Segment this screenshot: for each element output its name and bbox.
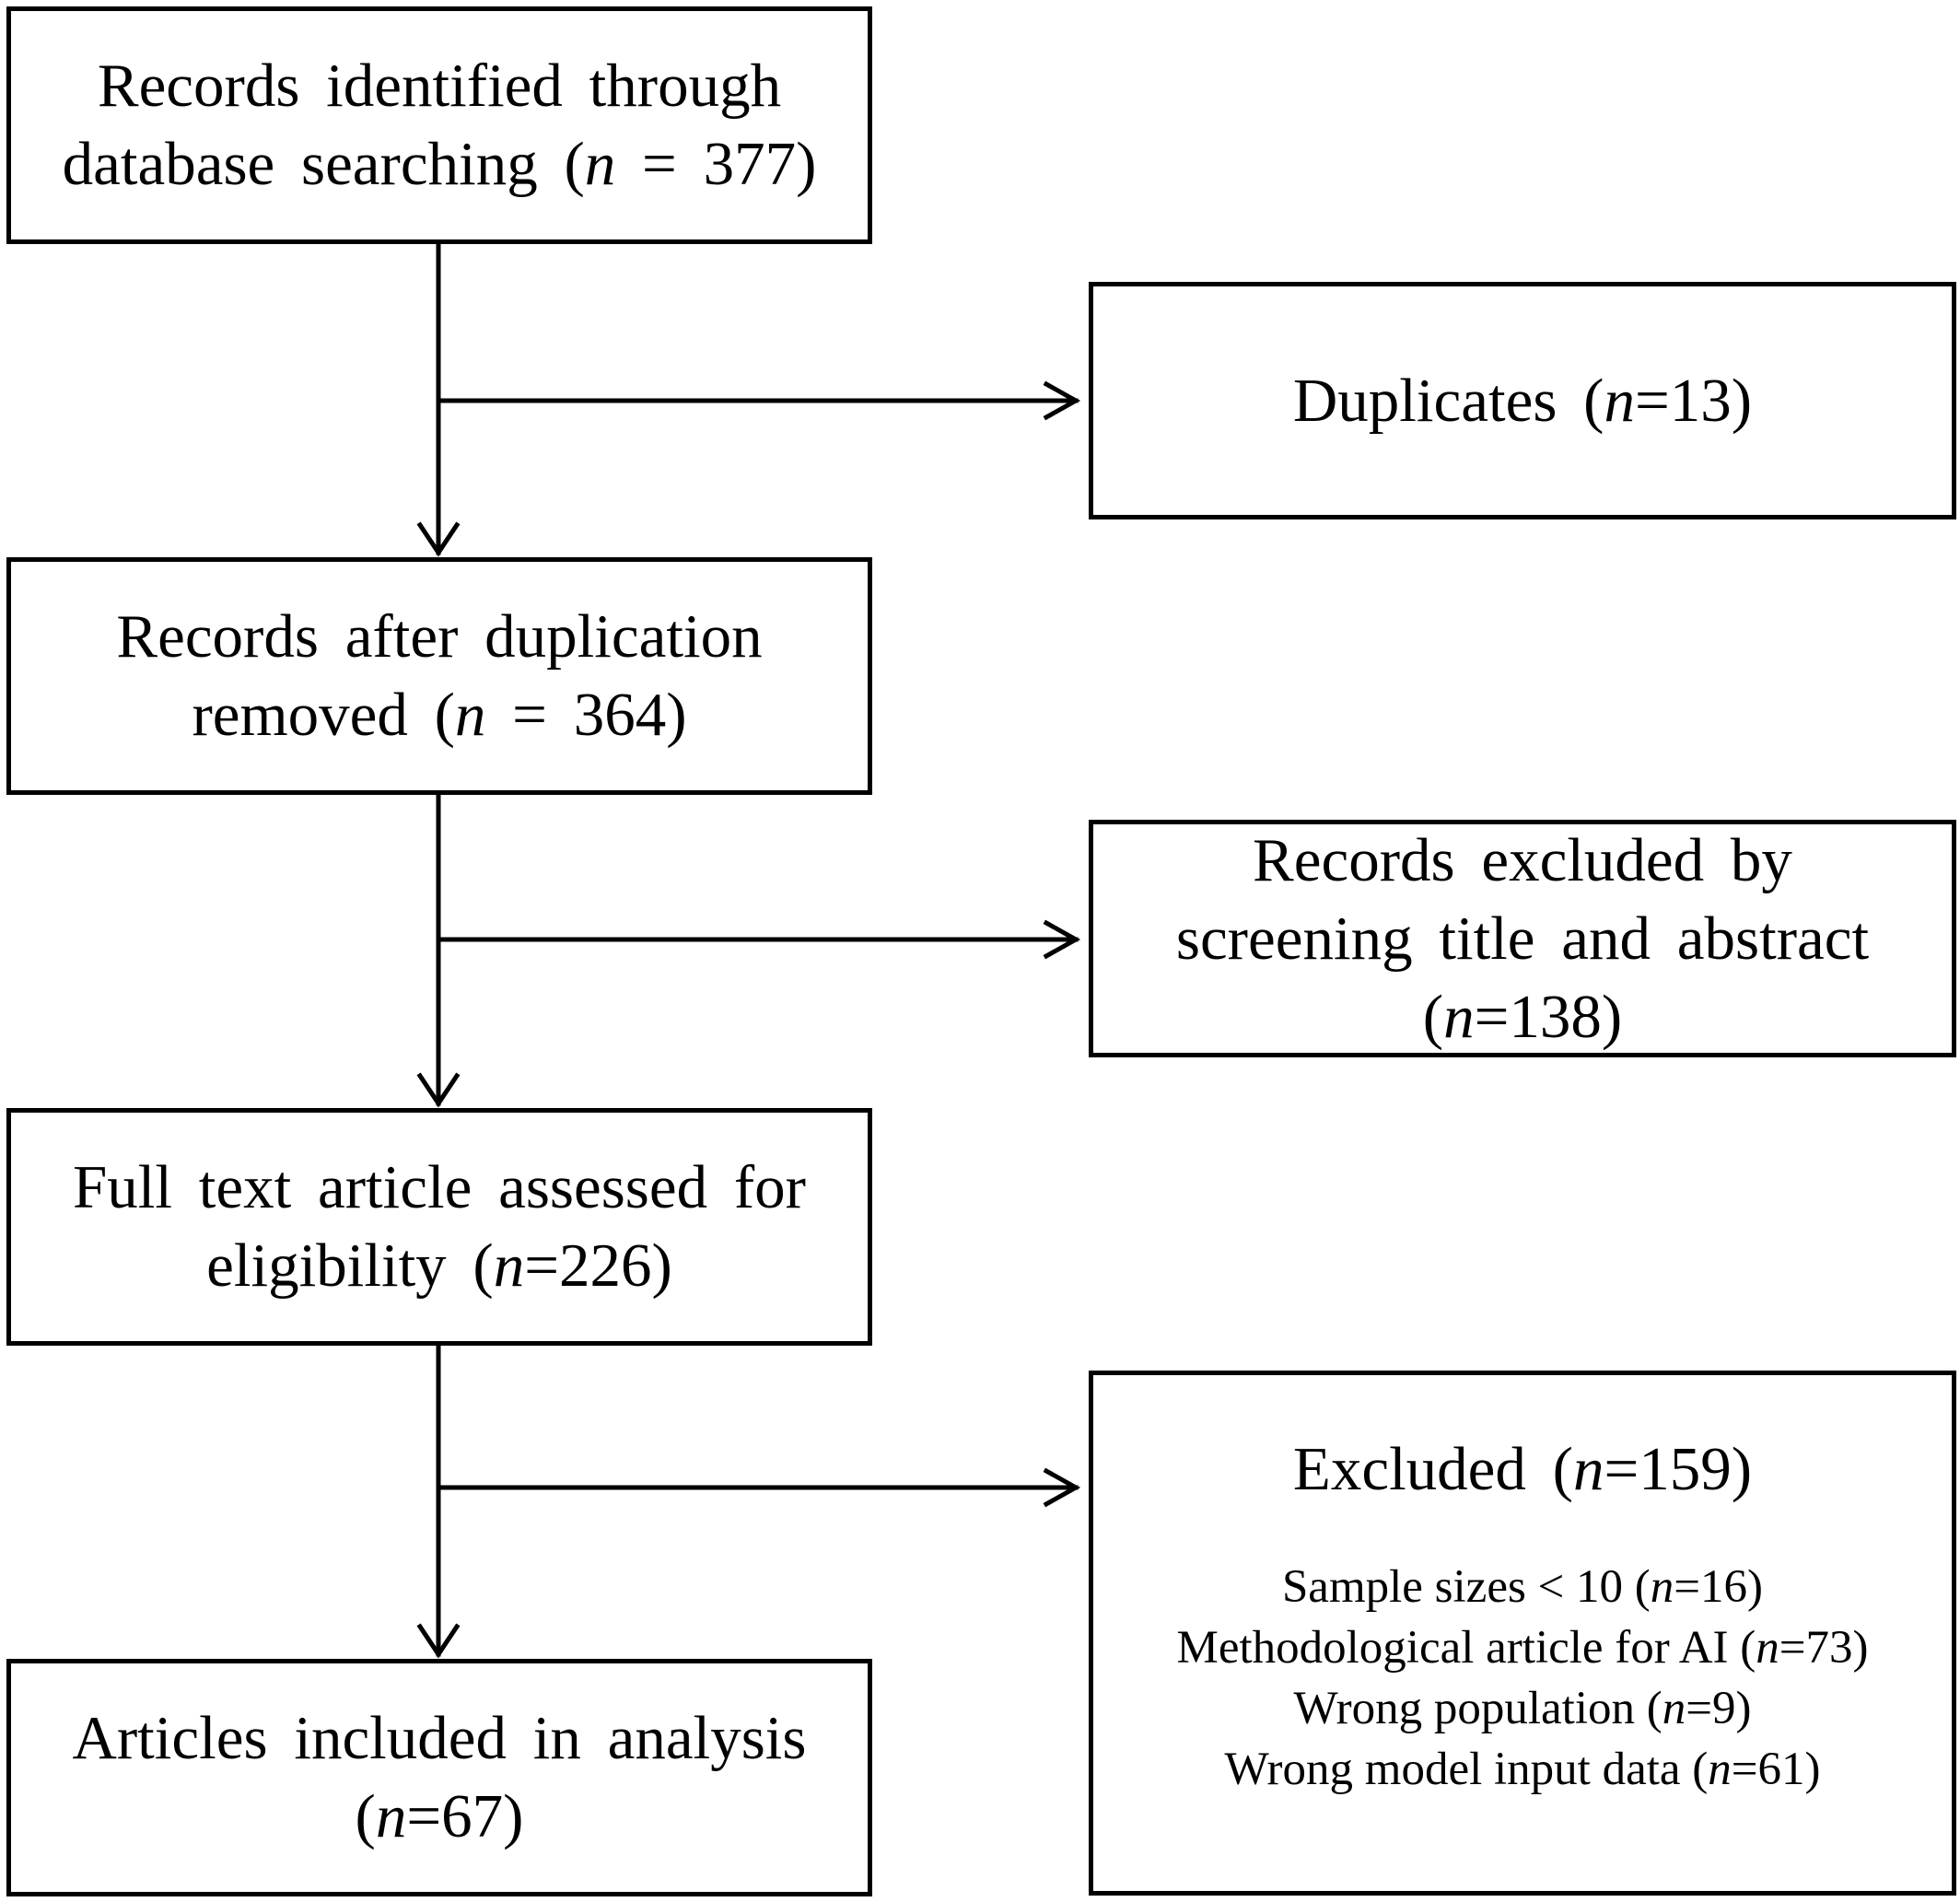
exclusion-reason-sample-size: Sample sizes < 10 (n=16): [1281, 1561, 1764, 1613]
records-identified-line2: database searching (n = 377): [62, 130, 817, 198]
full-text-assessed-line1: Full text article assessed for: [73, 1153, 806, 1221]
records-excluded-screening-box: Records excluded by screening title and …: [1089, 820, 1956, 1057]
records-excluded-line2: screening title and abstract: [1175, 904, 1870, 973]
records-identified-line1: Records identified through: [97, 52, 782, 120]
records-after-duplication-box: Records after duplication removed (n = 3…: [6, 557, 872, 795]
records-after-duplication-line1: Records after duplication: [116, 602, 763, 671]
excluded-title: Excluded (n=159): [1292, 1435, 1753, 1503]
records-excluded-line3: (n=138): [1422, 982, 1623, 1051]
full-text-assessed-box: Full text article assessed for eligibili…: [6, 1108, 872, 1346]
arrowhead-down-2: [416, 1072, 461, 1108]
records-after-duplication-line2: removed (n = 364): [192, 681, 687, 749]
duplicates-box: Duplicates (n=13): [1089, 282, 1956, 519]
full-text-assessed-line2: eligibility (n=226): [206, 1231, 672, 1300]
arrowhead-down-3: [416, 1623, 461, 1659]
articles-included-box: Articles included in analysis (n=67): [6, 1659, 872, 1896]
arrowhead-right-3: [1043, 1467, 1081, 1508]
records-excluded-line1: Records excluded by: [1253, 825, 1792, 894]
articles-included-line2: (n=67): [355, 1782, 524, 1850]
duplicates-text: Duplicates (n=13): [1292, 366, 1753, 435]
records-identified-box: Records identified through database sear…: [6, 6, 872, 244]
arrowhead-down-1: [416, 521, 461, 557]
exclusion-reason-methodological: Methodological article for AI (n=73): [1176, 1622, 1869, 1674]
arrowhead-right-2: [1043, 919, 1081, 960]
exclusion-reason-input-data: Wrong model input data (n=61): [1224, 1744, 1821, 1795]
exclusion-reason-population: Wrong population (n=9): [1293, 1683, 1752, 1734]
arrowhead-right-1: [1043, 380, 1081, 421]
articles-included-line1: Articles included in analysis: [72, 1704, 807, 1772]
excluded-box: Excluded (n=159) Sample sizes < 10 (n=16…: [1089, 1371, 1956, 1896]
